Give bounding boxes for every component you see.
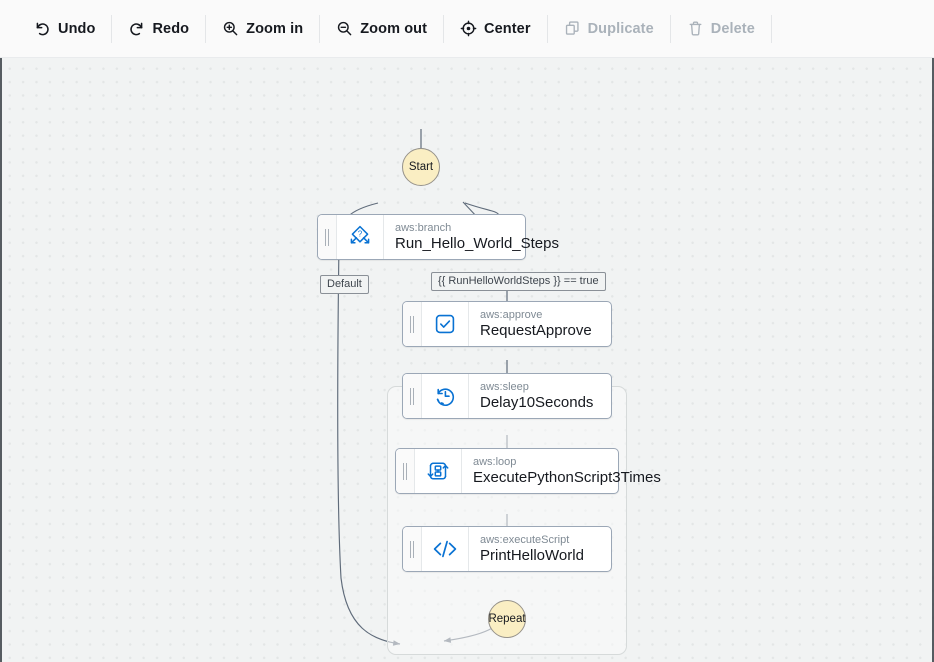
- node-drag-handle[interactable]: [403, 527, 422, 571]
- toolbar-separator-1: [111, 14, 113, 43]
- canvas-right-border: [932, 58, 934, 662]
- node-loop[interactable]: aws:loop ExecutePythonScript3Times: [395, 448, 661, 494]
- duplicate-button[interactable]: Duplicate: [548, 12, 670, 46]
- zoom-out-button[interactable]: Zoom out: [320, 12, 443, 46]
- workflow-canvas[interactable]: Start Repeat End Default {{ RunHelloWorl…: [0, 58, 934, 662]
- sleep-clock-icon: [422, 374, 469, 418]
- node-branch-type: aws:branch: [395, 221, 452, 234]
- node-approve-type: aws:approve: [480, 308, 543, 321]
- zoom-in-icon: [222, 20, 239, 37]
- canvas-toolbar: Undo Redo Zoom in: [0, 0, 934, 58]
- toolbar-separator-2: [205, 14, 207, 43]
- edge-label-condition-text: {{ RunHelloWorldSteps }} == true: [438, 275, 599, 287]
- node-execute-script[interactable]: aws:executeScript PrintHelloWorld: [402, 526, 612, 572]
- center-icon: [460, 20, 477, 37]
- approve-check-icon: [422, 302, 469, 346]
- toolbar-separator-7: [770, 14, 772, 43]
- center-label: Center: [484, 20, 531, 37]
- delete-button[interactable]: Delete: [671, 12, 771, 46]
- repeat-node[interactable]: Repeat: [488, 600, 526, 638]
- node-branch-name: Run_Hello_World_Steps: [395, 234, 559, 252]
- loop-icon: [415, 449, 462, 493]
- zoom-out-label: Zoom out: [360, 20, 428, 37]
- node-execute-script-type: aws:executeScript: [480, 533, 570, 546]
- node-loop-type: aws:loop: [473, 455, 517, 468]
- svg-text:?: ?: [358, 229, 363, 238]
- code-brackets-icon: [422, 527, 469, 571]
- trash-icon: [687, 20, 704, 37]
- node-branch-text: aws:branch Run_Hello_World_Steps: [384, 215, 559, 259]
- node-sleep[interactable]: aws:sleep Delay10Seconds: [402, 373, 612, 419]
- node-loop-name: ExecutePythonScript3Times: [473, 468, 661, 486]
- canvas-left-border: [0, 58, 2, 662]
- start-node-label: Start: [408, 161, 434, 173]
- toolbar-separator-5: [546, 14, 548, 43]
- node-branch[interactable]: ? aws:branch Run_Hello_World_Steps: [317, 214, 559, 260]
- node-execute-script-name: PrintHelloWorld: [480, 546, 584, 564]
- node-drag-handle[interactable]: [403, 374, 422, 418]
- node-loop-text: aws:loop ExecutePythonScript3Times: [462, 449, 661, 493]
- duplicate-label: Duplicate: [587, 20, 654, 37]
- node-execute-script-text: aws:executeScript PrintHelloWorld: [469, 527, 611, 571]
- redo-icon: [128, 20, 145, 37]
- zoom-out-icon: [336, 20, 353, 37]
- edge-label-default: Default: [320, 275, 369, 294]
- undo-icon: [34, 20, 51, 37]
- node-sleep-text: aws:sleep Delay10Seconds: [469, 374, 611, 418]
- toolbar-separator-4: [443, 14, 445, 43]
- duplicate-icon: [564, 20, 581, 37]
- zoom-in-label: Zoom in: [246, 20, 304, 37]
- undo-button[interactable]: Undo: [18, 12, 111, 46]
- node-drag-handle[interactable]: [318, 215, 337, 259]
- edge-label-default-text: Default: [327, 278, 362, 290]
- node-drag-handle[interactable]: [396, 449, 415, 493]
- node-approve[interactable]: aws:approve RequestApprove: [402, 301, 612, 347]
- redo-button[interactable]: Redo: [112, 12, 205, 46]
- repeat-node-label: Repeat: [488, 613, 526, 625]
- zoom-in-button[interactable]: Zoom in: [206, 12, 319, 46]
- edge-label-condition: {{ RunHelloWorldSteps }} == true: [431, 272, 606, 291]
- delete-label: Delete: [710, 20, 755, 37]
- center-button[interactable]: Center: [444, 12, 547, 46]
- node-approve-name: RequestApprove: [480, 321, 592, 339]
- toolbar-separator-6: [669, 14, 671, 43]
- redo-label: Redo: [152, 20, 190, 37]
- branch-icon: ?: [337, 215, 384, 259]
- start-node[interactable]: Start: [402, 148, 440, 186]
- node-approve-text: aws:approve RequestApprove: [469, 302, 611, 346]
- node-sleep-type: aws:sleep: [480, 380, 529, 393]
- toolbar-separator-3: [319, 14, 321, 43]
- undo-label: Undo: [58, 20, 96, 37]
- node-drag-handle[interactable]: [403, 302, 422, 346]
- node-sleep-name: Delay10Seconds: [480, 393, 594, 411]
